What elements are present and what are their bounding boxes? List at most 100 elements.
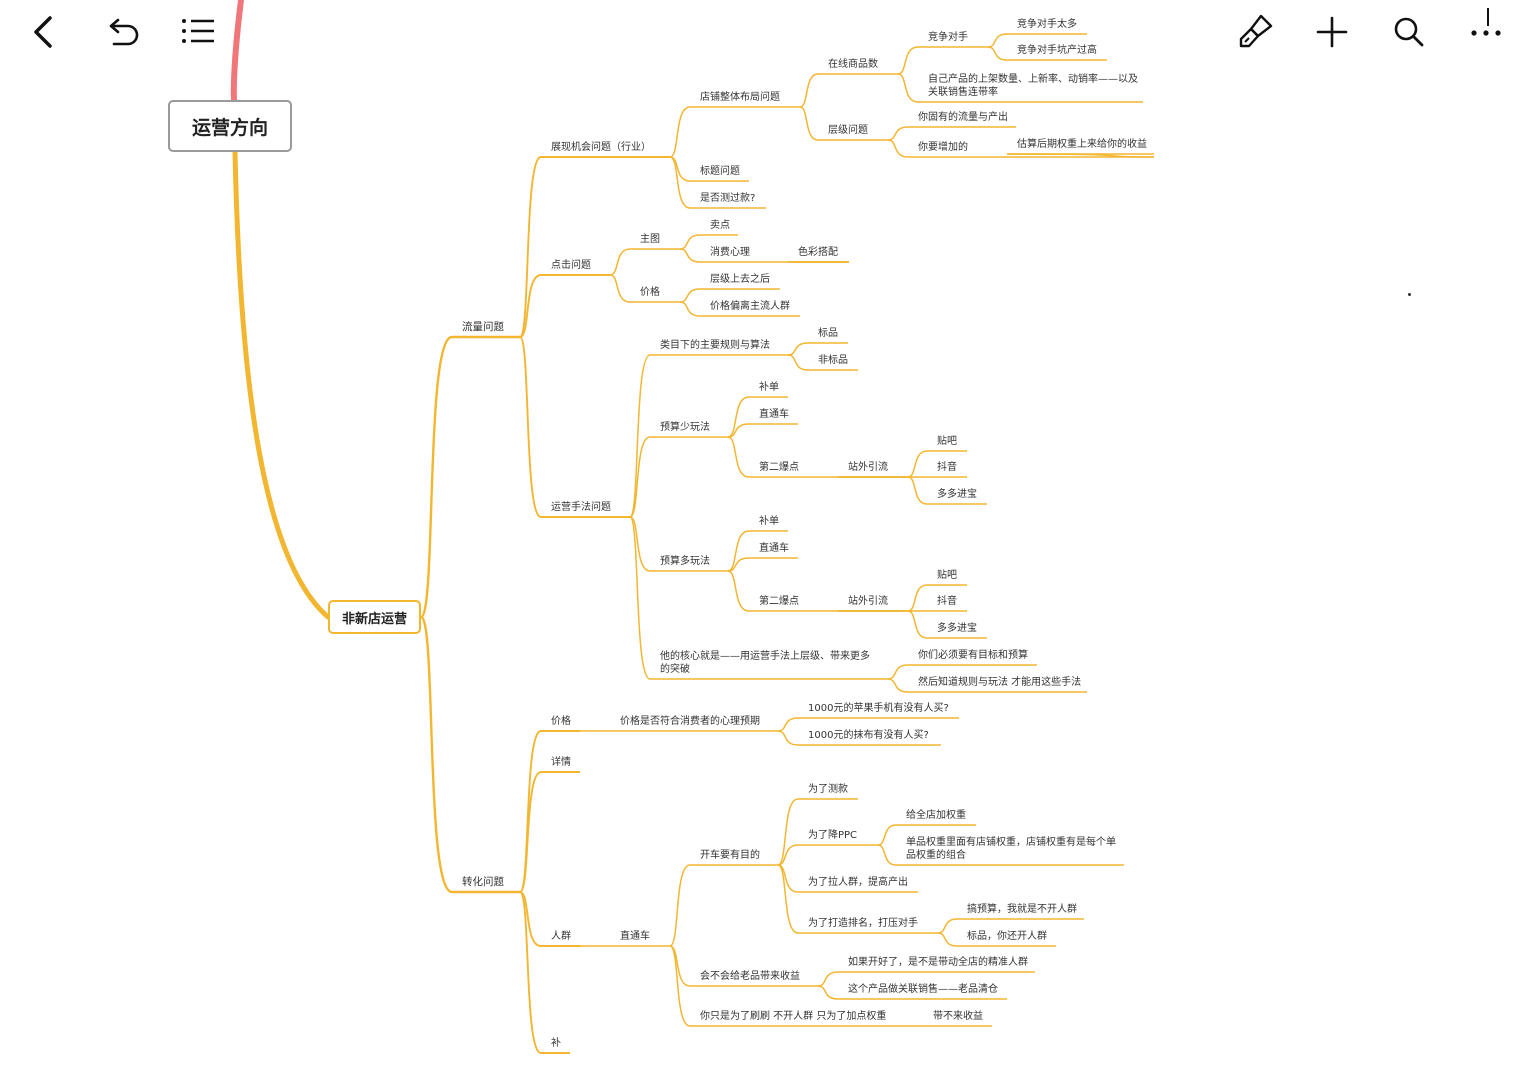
node-label[interactable]: 类目下的主要规则与算法 — [660, 340, 770, 351]
node-label[interactable]: 竞争对手太多 — [1017, 19, 1077, 30]
node-label[interactable]: 开车要有目的 — [700, 850, 760, 861]
node-label[interactable]: 是否测过款? — [700, 193, 756, 204]
node-label[interactable]: 第二爆点 — [759, 462, 799, 473]
node-label[interactable]: 为了测款 — [808, 784, 848, 795]
node-label[interactable]: 你们必须要有目标和预算 — [918, 650, 1028, 661]
branch-link — [877, 844, 897, 866]
branch-link — [877, 824, 897, 846]
branch-link — [629, 354, 651, 518]
node-label[interactable]: 直通车 — [759, 409, 789, 420]
node-label[interactable]: 预算少玩法 — [660, 422, 710, 433]
node-label[interactable]: 补单 — [759, 516, 779, 527]
branch-link — [609, 248, 631, 276]
node-label[interactable]: 贴吧 — [937, 436, 957, 447]
node-label[interactable]: 为了拉人群，提高产出 — [808, 877, 908, 888]
node-label[interactable]: 站外引流 — [848, 462, 888, 473]
node-label[interactable]: 竞争对手坑产过高 — [1017, 45, 1097, 56]
node-label[interactable]: 标品，你还开人群 — [967, 931, 1047, 942]
node-label[interactable]: 第二爆点 — [759, 596, 799, 607]
node-label[interactable]: 层级问题 — [828, 125, 868, 136]
node-label[interactable]: 多多进宝 — [937, 623, 977, 634]
node-label[interactable]: 1000元的抹布有没有人买? — [808, 730, 929, 741]
node-label[interactable]: 这个产品做关联销售——老品清仓 — [848, 984, 998, 995]
branch-link — [669, 156, 691, 209]
node-label[interactable]: 补单 — [759, 382, 779, 393]
node-label[interactable]: 如果开好了，是不是带动全店的精准人群 — [848, 957, 1028, 968]
node-label[interactable]: 在线商品数 — [828, 59, 878, 70]
node-label[interactable]: 层级上去之后 — [710, 274, 770, 285]
node-label[interactable]: 直通车 — [620, 931, 650, 942]
node-label[interactable]: 转化问题 — [462, 876, 504, 888]
node-label[interactable]: 你固有的流量与产出 — [918, 112, 1008, 123]
node-label[interactable]: 抖音 — [937, 462, 957, 473]
node-label[interactable]: 竞争对手 — [928, 32, 968, 43]
node-label[interactable]: 展现机会问题（行业） — [551, 142, 651, 153]
node-label[interactable]: 1000元的苹果手机有没有人买? — [808, 703, 949, 714]
node-label[interactable]: 价格是否符合消费者的心理预期 — [620, 716, 760, 727]
node-label[interactable]: 你要增加的 — [918, 142, 968, 153]
branch-link — [787, 342, 809, 356]
node-label[interactable]: 卖点 — [710, 220, 730, 231]
node-label[interactable]: 然后知道规则与玩法 才能用这些手法 — [918, 677, 1082, 688]
node-label[interactable]: 单品权重里面有店铺权重，店铺权重有是每个单品权重的组合 — [906, 837, 1116, 861]
node-label[interactable]: 站外引流 — [848, 596, 888, 607]
chevron-left-icon — [34, 16, 52, 48]
node-label[interactable]: 点击问题 — [551, 260, 591, 271]
node-label[interactable]: 带不来收益 — [933, 1011, 983, 1022]
node-label[interactable]: 自己产品的上架数量、上新率、动销率——以及关联销售连带率 — [928, 74, 1138, 98]
node-label[interactable]: 贴吧 — [937, 570, 957, 581]
node-label[interactable]: 预算多玩法 — [660, 556, 710, 567]
root-topic[interactable]: 运营方向 — [168, 100, 292, 152]
branch-link — [987, 33, 1008, 48]
node-label[interactable]: 详情 — [551, 757, 571, 768]
node-label[interactable]: 标品 — [818, 328, 838, 339]
node-label[interactable]: 标题问题 — [700, 166, 740, 177]
node-label[interactable]: 他的核心就是——用运营手法上层级、带来更多的突破 — [660, 651, 870, 675]
style-button[interactable] — [1231, 8, 1279, 56]
node-label[interactable]: 多多进宝 — [937, 489, 977, 500]
plus-icon — [1316, 16, 1348, 48]
branch-link — [727, 557, 750, 572]
node-label[interactable]: 非标品 — [818, 355, 848, 366]
node-label[interactable]: 为了降PPC — [808, 830, 858, 841]
branch-link — [777, 717, 799, 732]
branch-link — [519, 891, 542, 947]
branch-link — [727, 423, 750, 438]
search-button[interactable] — [1385, 8, 1433, 56]
root-branch — [232, 149, 331, 620]
node-label[interactable]: 会不会给老品带来收益 — [700, 971, 800, 982]
node-label[interactable]: 价格 — [640, 287, 660, 298]
node-label[interactable]: 你只是为了刷刷 不开人群 只为了加点权重 — [700, 1011, 887, 1022]
node-label[interactable]: 价格 — [551, 716, 571, 727]
node-label[interactable]: 给全店加权重 — [906, 810, 966, 821]
node-label[interactable]: 估算后期权重上来给你的收益 — [1017, 139, 1147, 150]
branch-link — [907, 584, 928, 612]
node-label[interactable]: 运营手法问题 — [551, 502, 611, 513]
toolbar — [0, 0, 1530, 64]
undo-icon — [109, 18, 139, 46]
node-label[interactable]: 补 — [551, 1038, 561, 1049]
node-label[interactable]: 消费心理 — [710, 247, 750, 258]
node-label[interactable]: 价格偏离主流人群 — [710, 301, 790, 312]
node-label[interactable]: 色彩搭配 — [798, 247, 838, 258]
node-label[interactable]: 搞预算，我就是不开人群 — [967, 904, 1077, 915]
node-label[interactable]: 人群 — [551, 931, 571, 942]
undo-button[interactable] — [98, 8, 146, 56]
branch-link — [777, 844, 799, 866]
brush-icon — [1239, 14, 1273, 48]
node-label[interactable]: 抖音 — [937, 596, 957, 607]
add-button[interactable] — [1308, 8, 1356, 56]
more-button[interactable] — [1462, 4, 1510, 56]
node-label[interactable]: 主图 — [640, 234, 660, 245]
outline-button[interactable] — [174, 8, 222, 56]
node-label[interactable]: 为了打造排名，打压对手 — [808, 918, 918, 929]
branch-link — [419, 615, 453, 894]
node-label[interactable]: 流量问题 — [462, 321, 504, 333]
back-button[interactable] — [18, 8, 66, 56]
node-label[interactable]: 店铺整体布局问题 — [700, 92, 780, 103]
node-label[interactable]: 直通车 — [759, 543, 789, 554]
branch-link — [799, 106, 819, 141]
main-topic[interactable]: 非新店运营 — [328, 600, 421, 634]
